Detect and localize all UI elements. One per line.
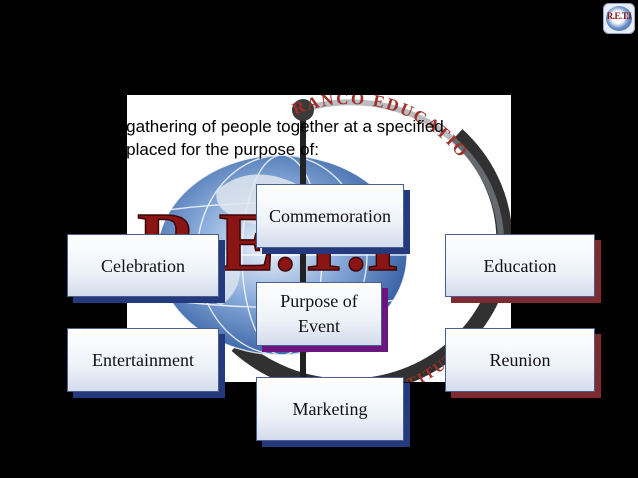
entertainment-box: Entertainment bbox=[67, 328, 219, 392]
commemoration-box: Commemoration bbox=[256, 184, 404, 248]
reunion-box: Reunion bbox=[445, 328, 595, 392]
center-label-line-1: Purpose of bbox=[280, 291, 358, 311]
intro-text: e gathering of people together at a spec… bbox=[112, 115, 522, 161]
intro-line-2: d placed for the purpose of: bbox=[112, 140, 319, 159]
corner-logo-text: R.E.T.I bbox=[606, 11, 632, 21]
purpose-of-event-box: Purpose of Event bbox=[256, 282, 382, 346]
logo-globe-icon bbox=[606, 6, 632, 31]
celebration-box: Celebration bbox=[67, 234, 219, 297]
education-box: Education bbox=[445, 234, 595, 297]
marketing-box: Marketing bbox=[256, 377, 404, 441]
intro-line-1: e gathering of people together at a spec… bbox=[112, 117, 444, 136]
corner-logo: R.E.T.I bbox=[603, 3, 635, 34]
center-label-line-2: Event bbox=[298, 316, 340, 336]
